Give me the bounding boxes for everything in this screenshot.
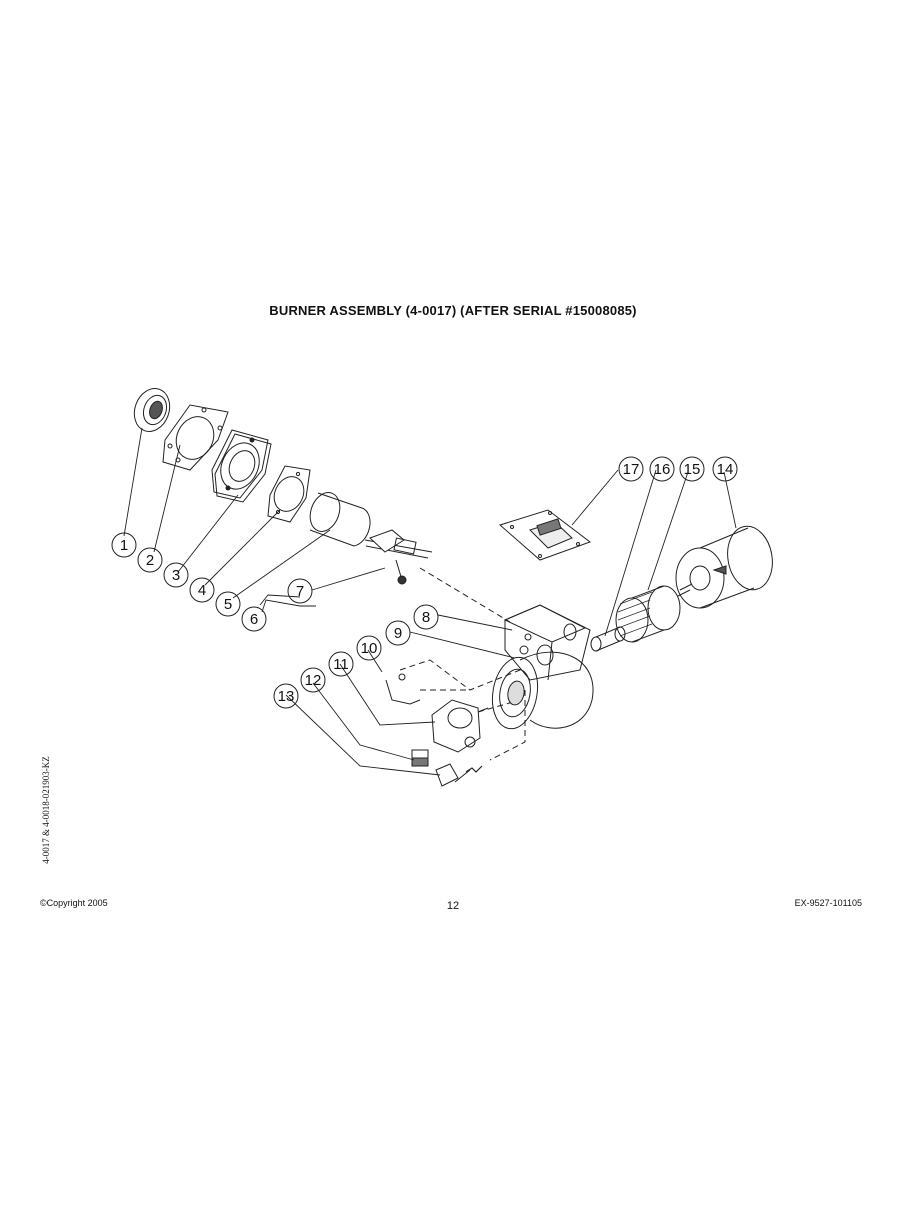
part-5-blast-tube — [309, 492, 371, 547]
part-15-blower-wheel — [615, 585, 681, 643]
page-number: 12 — [446, 900, 460, 912]
callout-10: 10 — [361, 640, 378, 657]
callout-2: 2 — [146, 552, 154, 569]
callout-1: 1 — [120, 537, 128, 554]
callout-14: 14 — [717, 461, 734, 478]
callout-4: 4 — [198, 582, 206, 599]
assembly-guide-lines — [399, 567, 526, 761]
callout-16: 16 — [654, 461, 671, 478]
part-16-coupling — [590, 626, 626, 652]
callout-3: 3 — [172, 567, 180, 584]
part-7-nozzle-assembly — [364, 529, 433, 585]
part-17-ignition-transformer — [498, 509, 592, 561]
part-8-burner-housing — [491, 604, 594, 730]
callout-15: 15 — [684, 461, 701, 478]
part-2-gasket-plate — [162, 404, 229, 471]
part-1-air-ring — [133, 388, 171, 432]
callout-11: 11 — [333, 656, 349, 673]
part-3-mounting-flange — [211, 429, 272, 503]
copyright-text: ©Copyright 2005 — [40, 898, 108, 908]
callout-17: 17 — [623, 461, 640, 478]
callout-7: 7 — [296, 583, 304, 600]
callout-9: 9 — [394, 625, 402, 642]
callout-12: 12 — [305, 672, 322, 689]
page-title: BURNER ASSEMBLY (4-0017) (AFTER SERIAL #… — [269, 303, 637, 318]
callout-5: 5 — [224, 596, 232, 613]
callout-13: 13 — [278, 688, 295, 705]
part-12-solenoid — [411, 749, 429, 767]
callout-circles — [111, 456, 738, 709]
callout-8: 8 — [422, 609, 430, 626]
part-11-fuel-pump — [431, 699, 489, 753]
document-code: EX-9527-101105 — [794, 898, 862, 908]
part-10-oil-line — [385, 673, 421, 705]
part-13-connector — [435, 763, 483, 787]
callout-numbers: 1 2 3 4 5 6 7 8 9 10 11 12 13 14 15 16 1… — [120, 461, 734, 705]
callout-6: 6 — [250, 611, 258, 628]
part-4-gasket — [267, 465, 311, 523]
part-14-motor — [675, 525, 773, 609]
